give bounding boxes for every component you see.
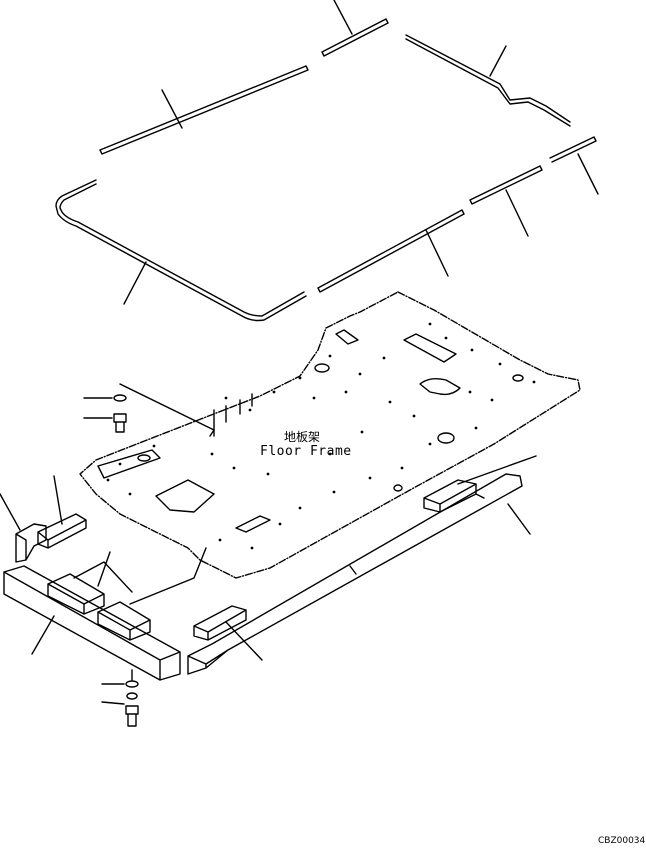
seal-strip-right-lower [317,209,465,293]
leader-line [577,153,599,195]
leader-line [0,493,21,531]
floor-frame-plate [79,291,581,579]
seal-strip-right-small [549,136,597,163]
right-cushion-top [423,479,477,513]
drawing-code: CBZ00034 [598,836,646,846]
left-upper-fasteners [83,383,215,437]
plate-hole [314,363,330,373]
seal-strip-right-mid [469,165,543,205]
beam-joint [349,493,485,575]
leader-line [225,621,263,661]
right-side-beam [187,473,523,675]
leader-line [123,261,147,305]
left-cushion-assembly [0,475,87,563]
leader-line [53,475,63,525]
plate-cutout [155,479,215,513]
plate-hole [393,484,403,492]
leader-line [333,0,353,35]
washer-icon [126,692,138,700]
cushion-block [37,513,87,549]
leader-line [505,189,529,237]
floor-frame-label-chinese: 地板架 [284,430,321,444]
plate-cutout [419,377,461,396]
plate-cutout [403,333,457,363]
leader-line [457,455,537,485]
seal-strip-corner [55,179,307,322]
leader-line [97,551,111,587]
frame-bracket-left [97,449,161,479]
leader-line [119,383,215,437]
washer-icon [113,394,127,402]
leader-line [507,503,531,535]
leader-line [101,701,125,705]
lower-fasteners [101,669,139,727]
leader-line [161,89,183,129]
seal-strip-top [321,18,389,57]
seal-strip-top-right [405,34,571,127]
seal-frame-assembly [55,0,599,322]
plate-hole [137,454,151,462]
right-beam-assembly [187,455,537,675]
bolt-icon [125,705,139,727]
floor-frame-label: Floor Frame [260,444,352,459]
leader-line [425,229,449,277]
front-cushion-b [97,601,151,641]
right-cushion-bottom [193,605,247,641]
leader-line [129,547,207,605]
floor-frame-outline [79,291,581,579]
washer-icon [125,680,139,688]
seal-strip-left [99,65,309,155]
plate-rivets [106,322,536,550]
front-beam [3,565,181,681]
leader-line [73,561,133,593]
frame-bolt-group [213,393,253,437]
plate-hole [512,374,524,382]
front-cushion-a [47,573,105,615]
leader-line [489,45,507,77]
plate-hole [437,432,455,444]
leader-line [31,615,55,655]
plate-cutout [335,329,359,345]
bolt-icon [113,413,127,433]
rubber-mount [15,523,47,563]
plate-cutout [235,515,271,533]
front-beam-assembly [3,547,207,681]
